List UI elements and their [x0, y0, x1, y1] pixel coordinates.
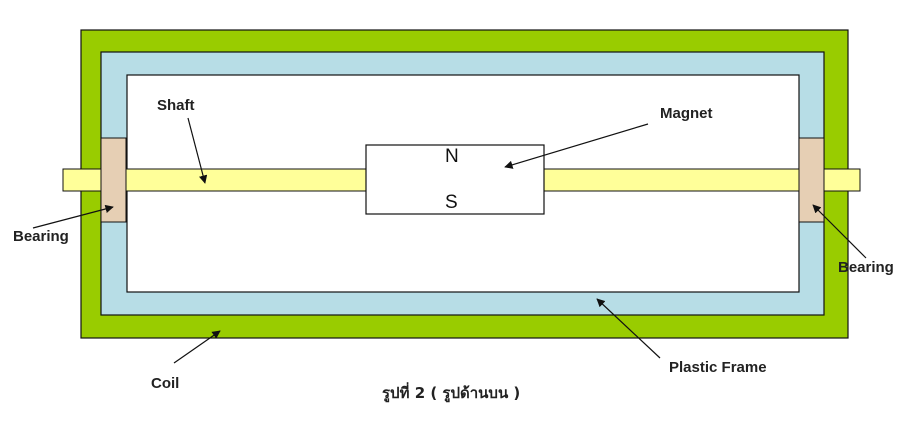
plastic-frame-callout-arrow	[596, 298, 661, 359]
plastic-frame-label: Plastic Frame	[669, 359, 767, 376]
bearing-right-callout-arrow	[812, 204, 867, 259]
magnet-label: Magnet	[660, 105, 713, 122]
bearing-left-label: Bearing	[13, 228, 69, 245]
magnet	[365, 144, 545, 215]
shaft-label: Shaft	[157, 97, 195, 114]
north-pole-label: N	[445, 146, 459, 167]
magnet-callout-arrow	[504, 123, 649, 169]
figure-caption: รูปที่ 2 ( รูปด้านบน )	[382, 382, 520, 403]
coil-label: Coil	[151, 375, 179, 392]
bearing-right	[798, 137, 825, 223]
shaft-callout-arrow	[187, 117, 208, 184]
bearing-left-callout-arrow	[32, 204, 114, 229]
coil-callout-arrow	[173, 330, 221, 364]
south-pole-label: S	[445, 192, 458, 213]
bearing-right-label: Bearing	[838, 259, 894, 276]
